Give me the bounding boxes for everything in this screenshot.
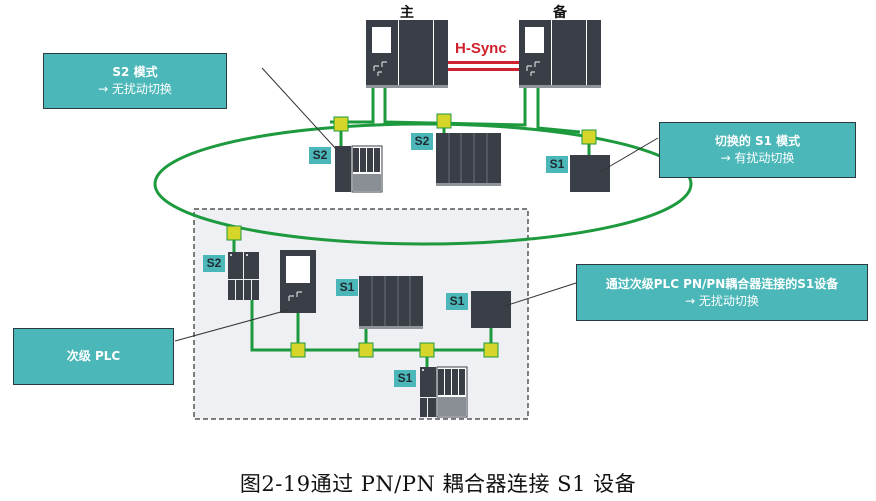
callout-secondary-plc: 次级 PLC: [13, 328, 174, 385]
hsync-line-2: [448, 68, 519, 71]
subnet-node: [290, 342, 306, 358]
ring-rack-s2-device: [436, 133, 501, 186]
primary-cpu-link-2: [383, 85, 527, 127]
tag-sub-s1-rack: S1: [336, 279, 358, 296]
callout-s1-switched-subtitle: → 有扰动切换: [720, 151, 795, 165]
callout-s1-coupler-title: 通过次级PLC PN/PN耦合器连接的S1设备: [605, 276, 839, 291]
hsync-line-1: [448, 61, 519, 64]
subnet-s1-box: [471, 291, 511, 328]
leader-line-s2-mode: [261, 67, 338, 151]
primary-cpu: [366, 20, 448, 88]
ring-et200-s2-device: [335, 145, 383, 193]
secondary-plc-cpu: [280, 250, 316, 313]
subnet-s1-rack: [359, 276, 423, 329]
standby-cpu-link: [536, 85, 581, 134]
subnet-bus: [250, 300, 491, 352]
leader-line-s1-switched: [599, 137, 659, 173]
hsync-label: H-Sync: [455, 40, 507, 57]
subnet-ring-node: [226, 225, 242, 241]
tag-sub-s1-box: S1: [446, 293, 468, 310]
callout-s2-mode: S2 模式 → 无扰动切换: [43, 53, 227, 109]
tag-sub-s2: S2: [203, 255, 225, 272]
tag-ring-s1-right: S1: [546, 156, 568, 173]
subnet-s1-et200: [420, 366, 468, 418]
primary-label: 主: [400, 5, 414, 21]
subnet-node: [419, 342, 435, 358]
ring-node-s2-mid: [436, 113, 452, 129]
subnet-node: [483, 342, 499, 358]
callout-s2-mode-subtitle: → 无扰动切换: [98, 82, 172, 96]
tag-ring-s2-mid: S2: [411, 133, 433, 150]
tag-ring-s2-left: S2: [309, 147, 331, 164]
subnet-node: [358, 342, 374, 358]
ring-node-s1-right: [581, 129, 597, 145]
callout-s1-switched: 切换的 S1 模式 → 有扰动切换: [659, 122, 856, 178]
callout-s1-coupler: 通过次级PLC PN/PN耦合器连接的S1设备 → 无扰动切换: [576, 264, 868, 321]
leader-line-secondary-plc: [174, 309, 289, 342]
subnet-s2-device: [228, 252, 259, 300]
tag-sub-s1-bottom: S1: [394, 370, 416, 387]
standby-label: 备: [553, 5, 567, 21]
ring-s1-box-device: [570, 155, 610, 192]
callout-secondary-plc-title: 次级 PLC: [66, 349, 121, 363]
callout-s2-mode-title: S2 模式: [112, 65, 158, 79]
primary-cpu-link-1: [330, 85, 375, 124]
figure-caption: 图2-19通过 PN/PN 耦合器连接 S1 设备: [239, 472, 637, 496]
callout-s1-switched-title: 切换的 S1 模式: [714, 134, 801, 148]
leader-line-s1-coupler: [504, 282, 577, 307]
standby-cpu: [519, 20, 601, 88]
callout-s1-coupler-subtitle: → 无扰动切换: [685, 293, 759, 308]
ring-node-s2-left: [333, 116, 349, 132]
